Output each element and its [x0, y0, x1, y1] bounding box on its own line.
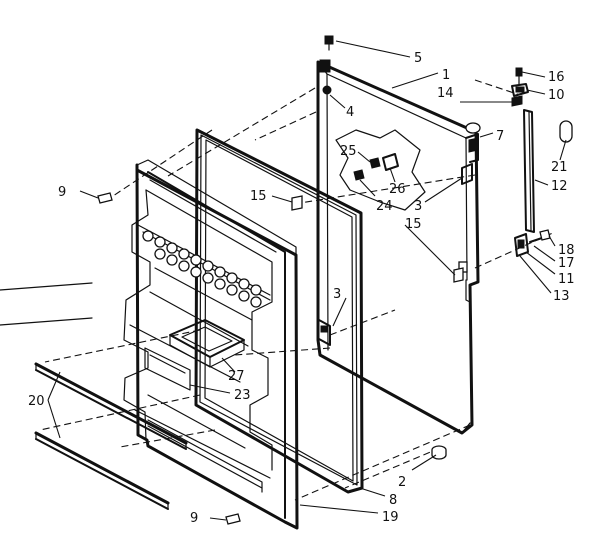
callout-15-left: 15	[250, 189, 267, 204]
callout-10: 10	[548, 88, 565, 103]
callout-26: 26	[389, 182, 406, 197]
fasteners	[97, 35, 464, 525]
callout-3-top: 3	[414, 199, 422, 214]
callout-23: 23	[234, 388, 251, 403]
callout-3-bottom: 3	[333, 287, 341, 302]
inner-door-liner	[123, 159, 299, 530]
callout-17: 17	[558, 256, 575, 271]
callout-12: 12	[551, 179, 568, 194]
hinge-assembly	[511, 67, 573, 257]
callout-24: 24	[376, 199, 393, 214]
callout-14: 14	[437, 86, 454, 101]
callout-labels: 1 2 3 3 4 5 7 8 9 9 10 11 12 13 14 15 15…	[28, 51, 575, 526]
callout-9-lower: 9	[190, 511, 198, 526]
shelf-rail-upper	[34, 362, 188, 450]
lower-compartment	[144, 347, 191, 391]
callout-27: 27	[228, 369, 245, 384]
callout-16: 16	[548, 70, 565, 85]
callout-2: 2	[398, 475, 406, 490]
callout-25: 25	[340, 144, 357, 159]
callout-5: 5	[414, 51, 422, 66]
callout-19: 19	[382, 510, 399, 525]
callout-18: 18	[558, 243, 575, 258]
callout-7: 7	[496, 129, 504, 144]
callout-21: 21	[551, 160, 568, 175]
egg-tray	[137, 224, 271, 308]
upper-door-hinge	[465, 122, 481, 153]
door-gasket	[194, 128, 364, 494]
leader-lines	[47, 40, 567, 521]
callout-13: 13	[553, 289, 570, 304]
callout-4: 4	[346, 105, 354, 120]
butter-compartment	[169, 319, 245, 368]
callout-1: 1	[442, 68, 450, 83]
shelf-rail-lower	[34, 431, 170, 510]
callout-8: 8	[389, 493, 397, 508]
callout-11: 11	[558, 272, 575, 287]
callout-15-right: 15	[405, 217, 422, 232]
outer-door-panel	[316, 59, 480, 435]
callout-20: 20	[28, 394, 45, 409]
cutaway-detail	[335, 129, 426, 211]
callout-9-upper: 9	[58, 185, 66, 200]
off-page-lines	[0, 282, 93, 326]
